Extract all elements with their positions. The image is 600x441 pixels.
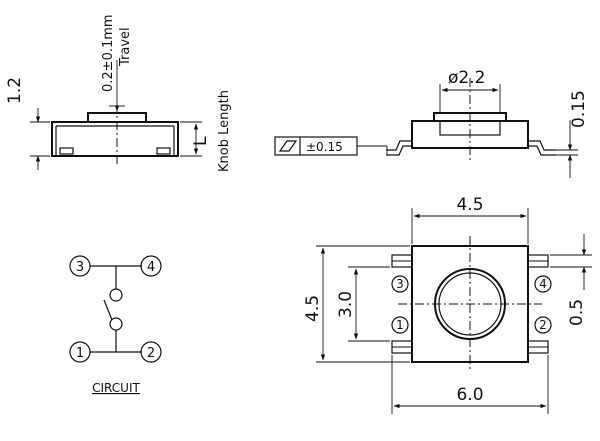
pin-span-dim: 3.0: [336, 291, 356, 318]
circuit-diagram: 3 4 1 2 CIRCUIT: [69, 255, 162, 395]
lead-thickness-dim: 0.15: [569, 90, 589, 128]
top-pin-3: 3: [396, 277, 404, 291]
circuit-pin-2: 2: [147, 346, 155, 361]
top-view: 3 4 1 2 4.5 4.5 3.0 6.0 0.5: [303, 195, 592, 414]
knob-length-dim: L: [191, 136, 211, 146]
top-pin-1: 1: [396, 318, 404, 332]
body-height-dim: 4.5: [303, 295, 323, 322]
flatness-value: ±0.15: [306, 140, 343, 154]
top-pin-4: 4: [539, 277, 547, 291]
circuit-pin-3: 3: [76, 260, 84, 275]
circuit-pin-1: 1: [76, 346, 84, 361]
travel-dim: 0.2±0.1mm: [101, 14, 116, 92]
travel-label: Travel: [118, 27, 133, 67]
top-pin-2: 2: [539, 318, 547, 332]
knob-length-label: Knob Length: [217, 90, 232, 172]
overall-width-dim: 6.0: [456, 385, 483, 405]
pin-width-dim: 0.5: [567, 299, 587, 326]
body-width-dim: 4.5: [456, 195, 483, 215]
knob-diameter-dim: ø2.2: [448, 68, 485, 88]
circuit-pin-4: 4: [147, 260, 155, 275]
circuit-title: CIRCUIT: [92, 381, 140, 395]
side-view: 1.2 0.2±0.1mm Travel L Knob Length: [5, 14, 232, 172]
side-height-dim: 1.2: [5, 77, 25, 104]
front-view: ±0.15 ø2.2 0.15: [274, 68, 589, 178]
